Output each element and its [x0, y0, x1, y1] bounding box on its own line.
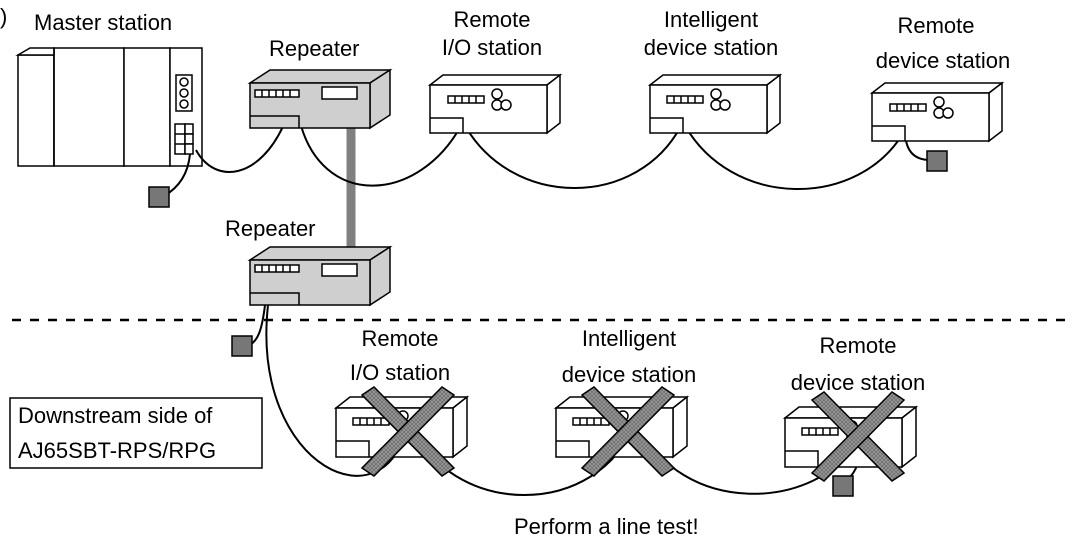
bottom-intelligent-label-1: Intelligent	[582, 326, 676, 351]
cross-mark-icon	[360, 386, 456, 477]
downstream-label-1: Downstream side of	[18, 403, 213, 428]
top-remote-device-label-1: Remote	[897, 13, 974, 38]
bottom-remote-device-label-2: device station	[791, 370, 926, 395]
top-remote-io-label-2: I/O station	[442, 35, 542, 60]
remote-device-station-top	[869, 81, 1005, 143]
master-station-icon	[15, 47, 203, 167]
line-test-instruction: Perform a line test!	[514, 514, 699, 539]
downstream-side-box: Downstream side of AJ65SBT-RPS/RPG	[9, 397, 263, 469]
top-remote-io-label-1: Remote	[453, 7, 530, 32]
repeater-bottom-label: Repeater	[225, 216, 316, 241]
bottom-remote-io-label-1: Remote	[361, 326, 438, 351]
repeater-icon	[247, 68, 393, 130]
top-intelligent-label-2: device station	[644, 35, 779, 60]
repeater-top-label: Repeater	[269, 36, 360, 61]
cross-mark-icon	[580, 386, 676, 477]
top-remote-device-label-2: device station	[876, 48, 1011, 73]
top-intelligent-label-1: Intelligent	[664, 7, 758, 32]
intelligent-device-station-top	[647, 73, 783, 135]
bottom-remote-device-label-1: Remote	[819, 333, 896, 358]
bottom-intelligent-label-2: device station	[562, 362, 697, 387]
top-left-fragment: )	[0, 4, 7, 29]
repeater-icon	[247, 245, 393, 307]
cross-mark-icon	[810, 391, 906, 482]
downstream-label-2: AJ65SBT-RPS/RPG	[18, 438, 216, 463]
master-station-label: Master station	[34, 10, 172, 35]
remote-io-station-top	[427, 73, 563, 135]
terminating-resistor-icon	[148, 150, 948, 497]
bottom-remote-io-label-2: I/O station	[350, 360, 450, 385]
